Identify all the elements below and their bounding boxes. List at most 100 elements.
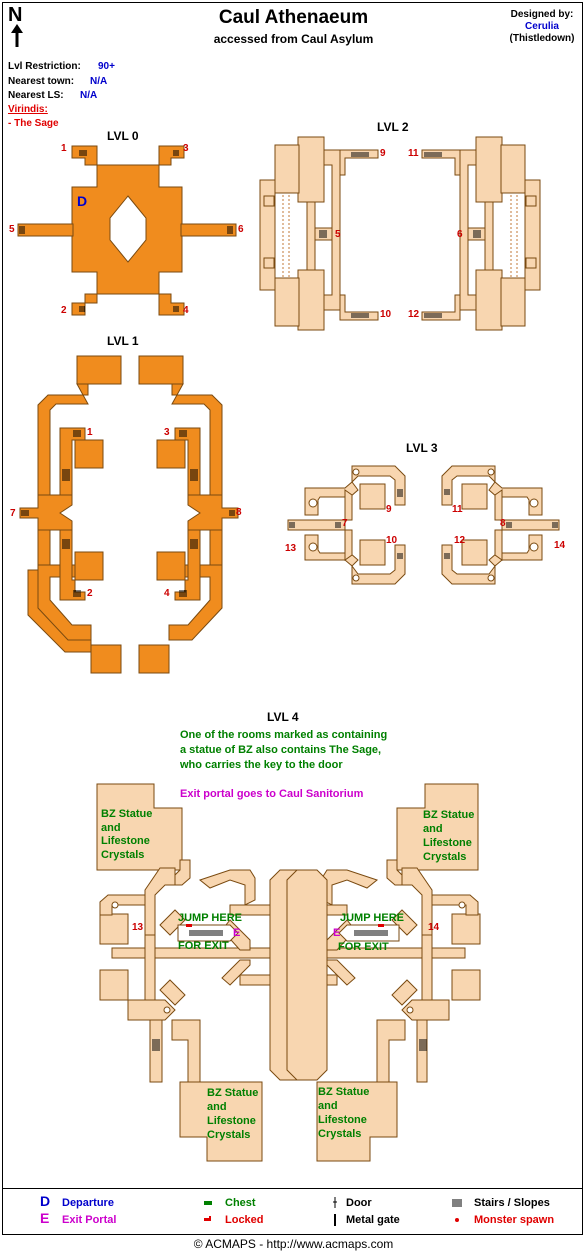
page-subtitle: accessed from Caul Asylum: [213, 32, 374, 46]
legend-exit: Exit Portal: [62, 1214, 117, 1226]
nearest-ls-label: Nearest LS:: [8, 90, 64, 101]
virindis-label: Virindis:: [8, 104, 48, 115]
lvl3-mark-13: 13: [285, 543, 297, 554]
north-label: N: [8, 4, 23, 26]
statue-nw-line4: Crystals: [101, 849, 145, 861]
level-4-label: LVL 4: [267, 710, 299, 724]
for-exit-left: FOR EXIT: [178, 940, 229, 952]
lvl4-mark-13: 13: [132, 922, 144, 933]
statue-ne-line1: BZ Statue: [423, 809, 475, 821]
legend-icons-chest-lock: [204, 1201, 212, 1221]
north-arrow-icon: [11, 24, 23, 47]
lvl4-exit-note: Exit portal goes to Caul Sanitorium: [180, 788, 364, 800]
lvl1-mark-8: 8: [236, 507, 242, 518]
level-2-label: LVL 2: [377, 120, 409, 134]
statue-ne-line2: and: [423, 823, 443, 835]
nearest-town-value: N/A: [90, 76, 108, 87]
level-0-label: LVL 0: [107, 129, 139, 143]
lvl3-mark-7: 7: [342, 518, 348, 529]
legend-door: Door: [346, 1197, 372, 1209]
virindis-value: - The Sage: [8, 118, 59, 129]
exit-portal-right: E: [333, 927, 341, 939]
lvl3-mark-8: 8: [500, 518, 506, 529]
jump-here-left: JUMP HERE: [178, 912, 242, 924]
footer-copyright: © ACMAPS - http://www.acmaps.com: [193, 1237, 394, 1251]
exit-portal-left: E: [233, 927, 241, 939]
lvl4-mark-14: 14: [428, 922, 440, 933]
jump-here-right: JUMP HERE: [340, 912, 404, 924]
lvl1-mark-1: 1: [87, 427, 93, 438]
lvl4-note-line3: who carries the key to the door: [180, 759, 343, 771]
map-frame: [2, 2, 583, 1235]
lvl2-mark-5: 5: [335, 229, 341, 240]
departure-marker: D: [77, 193, 88, 209]
lvl4-note-line1: One of the rooms marked as containing: [180, 729, 388, 741]
lvl1-mark-7: 7: [10, 508, 16, 519]
lvl1-mark-3: 3: [164, 427, 170, 438]
legend-door-icons: [333, 1197, 337, 1226]
stairs-icon: [452, 1199, 462, 1207]
lock-icon: [204, 1218, 210, 1221]
for-exit-right: FOR EXIT: [338, 941, 389, 953]
monster-spawn-icon: [455, 1218, 459, 1222]
lvl2-mark-6: 6: [457, 229, 463, 240]
designed-by-label: Designed by:: [510, 9, 574, 20]
lvl-restriction-label: Lvl Restriction:: [8, 61, 81, 72]
statue-nw-line1: BZ Statue: [101, 808, 153, 820]
statue-ne-line4: Crystals: [423, 851, 467, 863]
lvl0-mark-6: 6: [238, 224, 244, 235]
lvl0-mark-5: 5: [9, 224, 15, 235]
nearest-town-label: Nearest town:: [8, 76, 75, 87]
designer-server: (Thistledown): [509, 33, 575, 44]
lvl3-mark-9: 9: [386, 504, 392, 515]
statue-ne-line3: Lifestone: [423, 837, 472, 849]
legend-stairs-spawn: [452, 1199, 462, 1222]
statue-se-line2: and: [318, 1100, 338, 1112]
lvl3-mark-12: 12: [454, 535, 466, 546]
lvl2-mark-9: 9: [380, 148, 386, 159]
page-title: Caul Athenaeum: [218, 7, 369, 28]
legend-exit-symbol: E: [40, 1210, 50, 1226]
legend-divider: [2, 1188, 583, 1189]
lvl3-mark-11: 11: [452, 504, 463, 515]
lvl1-mark-4: 4: [164, 588, 170, 599]
statue-se-line4: Crystals: [318, 1128, 362, 1140]
legend-metal-gate: Metal gate: [346, 1214, 400, 1226]
legend-stairs: Stairs / Slopes: [474, 1197, 550, 1209]
lvl2-mark-10: 10: [380, 309, 392, 320]
legend-chest: Chest: [225, 1197, 256, 1209]
lvl4-note-line2: a statue of BZ also contains The Sage,: [180, 744, 382, 756]
lvl0-mark-4: 4: [183, 305, 189, 316]
nearest-ls-value: N/A: [80, 90, 98, 101]
lvl-restriction-value: 90+: [98, 61, 115, 72]
legend-departure-symbol: D: [40, 1193, 51, 1209]
statue-sw-line1: BZ Statue: [207, 1087, 259, 1099]
legend-locked: Locked: [225, 1214, 264, 1226]
statue-sw-line2: and: [207, 1101, 227, 1113]
statue-sw-line3: Lifestone: [207, 1115, 256, 1127]
level-3-label: LVL 3: [406, 441, 438, 455]
statue-se-line1: BZ Statue: [318, 1086, 370, 1098]
lvl2-mark-12: 12: [408, 309, 420, 320]
chest-icon: [204, 1201, 212, 1205]
statue-se-line3: Lifestone: [318, 1114, 367, 1126]
statue-nw-line2: and: [101, 822, 121, 834]
lvl2-mark-11: 11: [408, 148, 419, 159]
lvl3-mark-14: 14: [554, 540, 566, 551]
lvl3-mark-10: 10: [386, 535, 398, 546]
legend-spawn: Monster spawn: [474, 1214, 555, 1226]
statue-nw-line3: Lifestone: [101, 835, 150, 847]
lvl0-mark-1: 1: [61, 143, 67, 154]
lvl0-mark-3: 3: [183, 143, 189, 154]
legend-departure: Departure: [62, 1197, 114, 1209]
statue-sw-line4: Crystals: [207, 1129, 251, 1141]
designer-name: Cerulia: [525, 21, 559, 32]
lvl0-mark-2: 2: [61, 305, 67, 316]
lvl1-mark-2: 2: [87, 588, 93, 599]
level-1-label: LVL 1: [107, 334, 139, 348]
